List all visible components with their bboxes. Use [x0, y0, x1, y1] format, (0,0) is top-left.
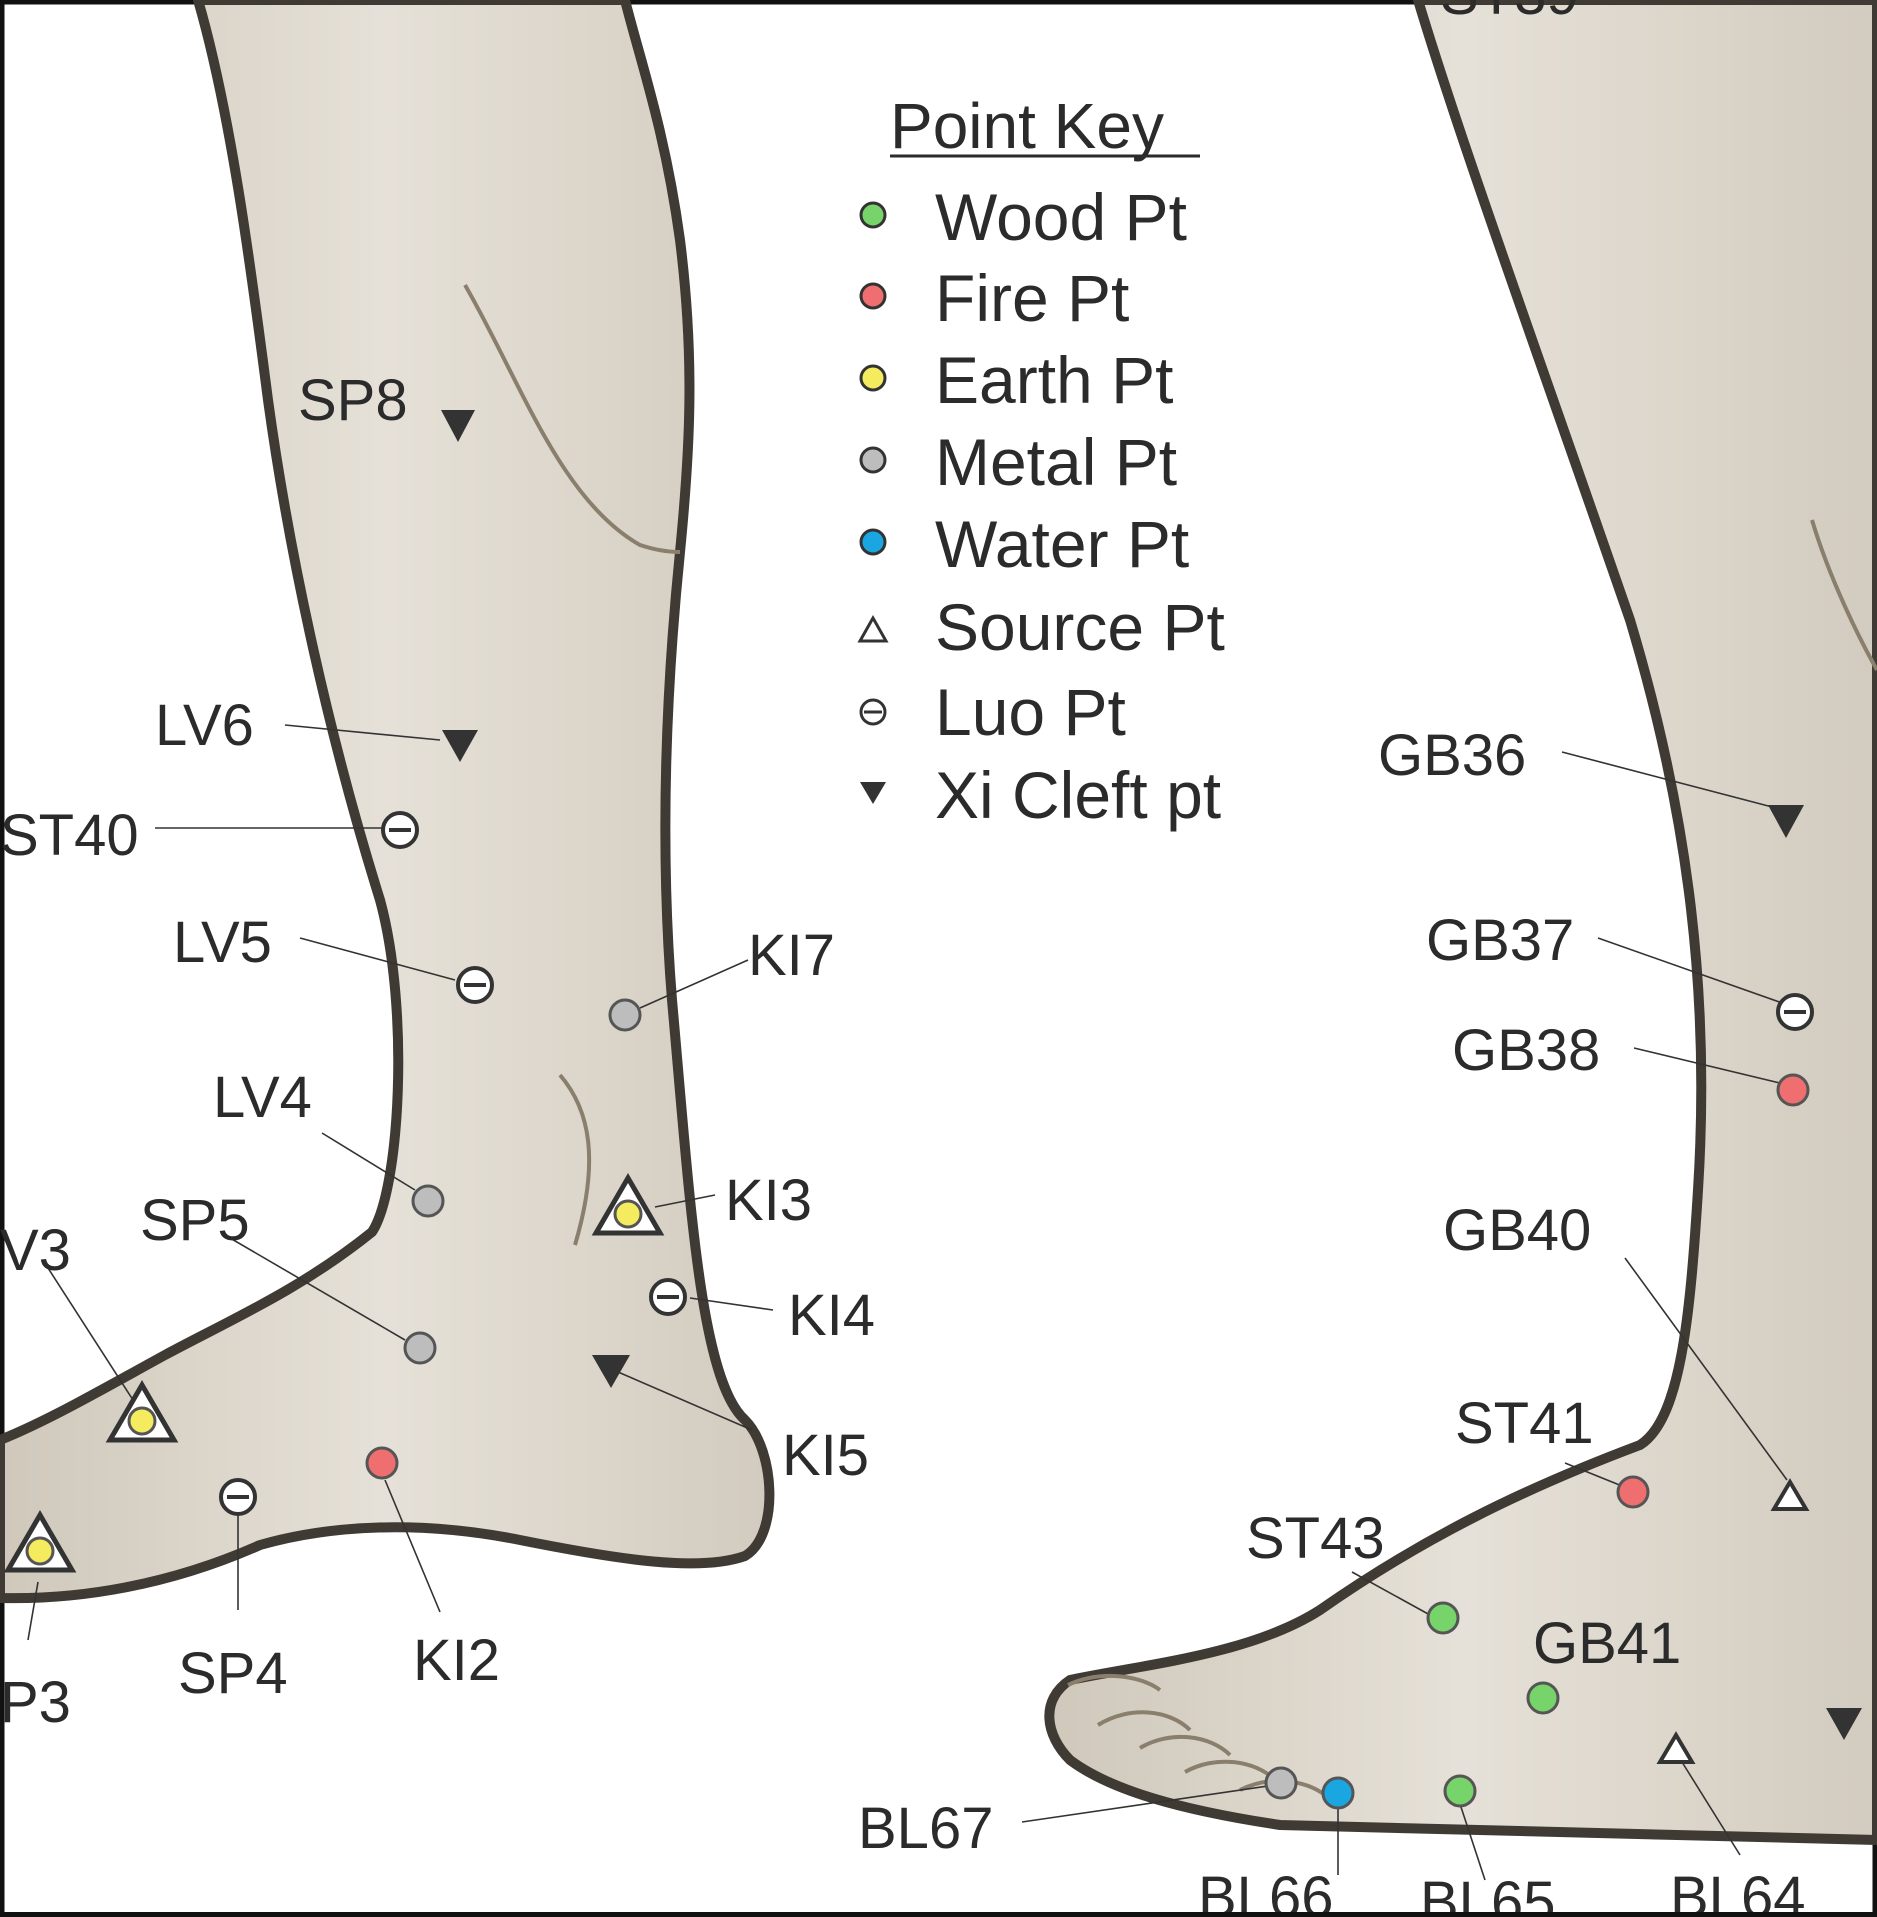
label-sp5: SP5 [140, 1188, 250, 1253]
label-ki2: KI2 [413, 1628, 500, 1693]
label-bl67: BL67 [858, 1796, 993, 1861]
label-gb38: GB38 [1452, 1018, 1600, 1083]
label-bl64: BL64 [1670, 1865, 1805, 1917]
label-lv4: LV4 [213, 1065, 312, 1130]
toe-3 [1138, 1734, 1232, 1757]
left-ankle-crease [558, 1073, 592, 1246]
left-leg-points [3, 410, 687, 1573]
lv6-xi-cleft-icon [442, 730, 478, 762]
xi-cleft-triangle-icon [860, 782, 886, 804]
legend-item-wood: Wood Pt [935, 180, 1187, 254]
gb37-luo-icon [1776, 993, 1814, 1031]
left-leg-labels: SP8 LV6 ST40 LV5 KI7 LV4 KI3 V3 SP5 KI4 … [0, 368, 875, 1735]
gb38-fire-dot [1776, 1073, 1810, 1107]
lv4-metal-dot [411, 1184, 445, 1218]
label-st40: ST40 [0, 803, 139, 868]
source-triangle-icon [857, 614, 889, 643]
left-leg-leaders [27, 724, 774, 1641]
gb36-xi-cleft-icon [1768, 805, 1804, 838]
label-ki7: KI7 [748, 923, 835, 988]
label-bl66: BL66 [1198, 1865, 1333, 1917]
ki4-luo-icon [649, 1278, 687, 1316]
sp4-luo-icon [219, 1478, 257, 1516]
earth-dot-icon [859, 364, 887, 392]
label-sp8: SP8 [298, 368, 408, 433]
left-knee-crease [463, 283, 681, 554]
label-ki5: KI5 [782, 1423, 869, 1488]
label-lv6: LV6 [155, 693, 254, 758]
label-p3: P3 [0, 1670, 71, 1735]
label-ki3: KI3 [725, 1168, 812, 1233]
right-leg-leaders [1021, 751, 1788, 1881]
st43-wood-dot [1426, 1601, 1460, 1635]
right-leg-outline [1044, 0, 1877, 1845]
bottom-border [0, 1912, 1877, 1917]
label-bl65: BL65 [1420, 1870, 1555, 1917]
gb40-source-icon [1770, 1478, 1810, 1511]
ki5-xi-cleft-icon [592, 1355, 630, 1388]
legend-item-metal: Metal Pt [935, 425, 1177, 499]
bl64-source-icon [1656, 1731, 1696, 1764]
ki2-fire-dot [365, 1446, 399, 1480]
st40-luo-icon [381, 811, 419, 849]
legend-item-xi-cleft: Xi Cleft pt [935, 758, 1221, 832]
left-leg-outline [0, 0, 775, 1604]
label-v3: V3 [0, 1218, 71, 1283]
v3-earth-source-icon [105, 1380, 179, 1443]
label-sp4: SP4 [178, 1641, 288, 1706]
right-calf-crease [1810, 519, 1877, 671]
label-lv5: LV5 [173, 910, 272, 975]
ki3-earth-source-icon [591, 1173, 665, 1236]
label-gb37: GB37 [1426, 908, 1574, 973]
label-st41: ST41 [1455, 1391, 1594, 1456]
label-gb41: GB41 [1533, 1611, 1681, 1676]
toe-1 [1067, 1674, 1162, 1692]
point-key: Point Key Wood Pt Fire Pt Earth Pt Metal… [857, 90, 1225, 832]
bl65-wood-dot [1443, 1774, 1477, 1808]
metal-dot-icon [859, 446, 887, 474]
bl67-metal-dot [1264, 1766, 1298, 1800]
water-dot-icon [859, 528, 887, 556]
label-gb36: GB36 [1378, 723, 1526, 788]
toe-2 [1096, 1710, 1192, 1732]
sp5-metal-dot [403, 1331, 437, 1365]
label-ki4: KI4 [788, 1283, 875, 1348]
legend-item-earth: Earth Pt [935, 343, 1173, 417]
label-st43: ST43 [1246, 1506, 1385, 1571]
lv5-luo-icon [456, 966, 494, 1004]
label-gb40: GB40 [1443, 1198, 1591, 1263]
label-st39: ST39 [1440, 0, 1579, 27]
legend-item-water: Water Pt [935, 507, 1189, 581]
sp8-xi-cleft-icon [441, 410, 475, 442]
legend-item-luo: Luo Pt [935, 675, 1126, 749]
gb41-wood-dot [1526, 1681, 1560, 1715]
st41-fire-dot [1616, 1475, 1650, 1509]
point-key-title: Point Key [890, 90, 1164, 162]
right-leg-labels: ST39 GB36 GB37 GB38 GB40 ST41 ST43 GB41 … [858, 0, 1805, 1917]
legend-item-source: Source Pt [935, 590, 1225, 664]
right-leg-points [1264, 805, 1862, 1810]
wood-dot-icon [859, 201, 887, 229]
p3-earth-source-icon [3, 1510, 77, 1573]
legend-item-fire: Fire Pt [935, 261, 1129, 335]
bl66-water-dot [1321, 1776, 1355, 1810]
ki7-metal-dot [608, 998, 642, 1032]
edge-xi-cleft-icon [1826, 1708, 1862, 1740]
fire-dot-icon [859, 282, 887, 310]
